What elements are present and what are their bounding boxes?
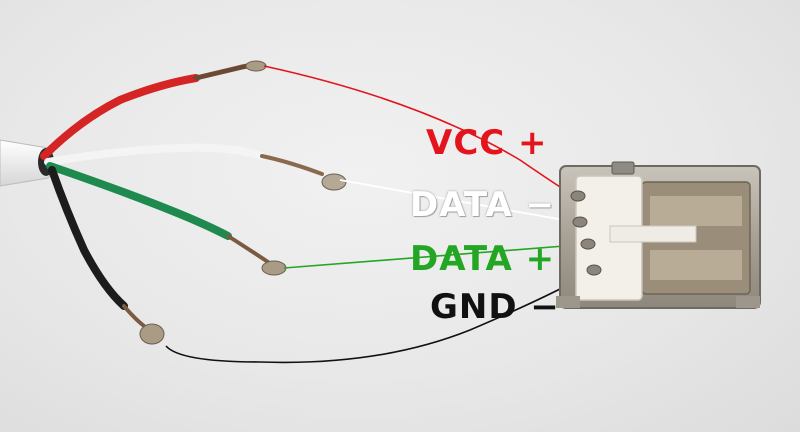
white-solder-joint [321, 173, 347, 191]
black-wire-strip [122, 304, 146, 328]
label-data-minus: DATA − [410, 185, 556, 225]
white-wire-strip [260, 154, 324, 176]
red-solder-joint [245, 60, 267, 72]
label-vcc: VCC + [426, 123, 548, 163]
white-lead [339, 179, 576, 223]
black-solder-joint [139, 323, 165, 345]
green-wire [46, 162, 232, 240]
red-wire [40, 74, 200, 160]
usb-a-female-connector [556, 161, 761, 309]
black-wire [48, 166, 128, 310]
black-lead [165, 271, 593, 364]
pin-data-minus [572, 216, 588, 228]
green-solder-joint [261, 260, 287, 276]
pin-data-plus [580, 238, 596, 250]
green-wire-strip [226, 234, 270, 264]
green-lead [283, 243, 591, 269]
label-data-plus: DATA + [410, 239, 556, 279]
pin-vcc [570, 190, 586, 202]
pin-gnd [586, 264, 602, 276]
label-gnd: GND − [430, 287, 560, 327]
white-wire [44, 143, 266, 166]
red-lead [263, 65, 575, 197]
